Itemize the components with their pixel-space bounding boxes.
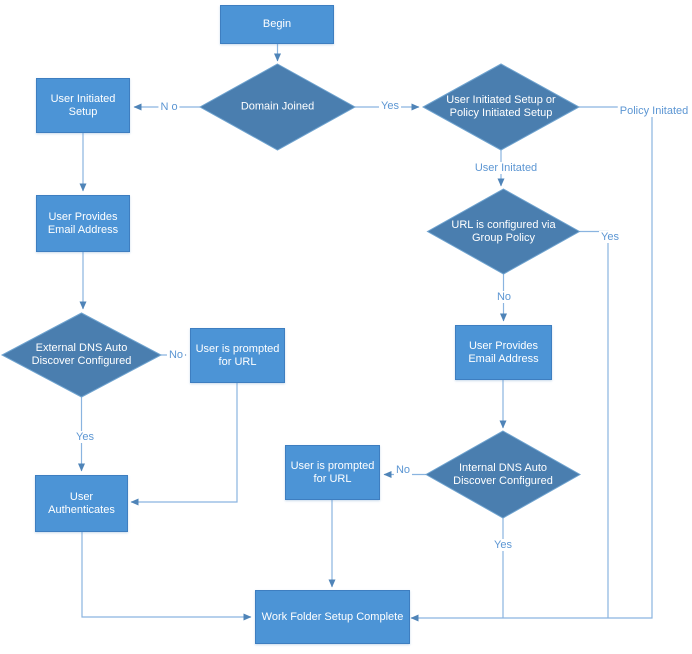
edge-label-no-url-policy: No (494, 291, 514, 303)
decision-setup-or-policy-shape (421, 63, 581, 151)
node-user-prompted-url-right: User is prompted for URL (285, 445, 380, 500)
edge-label-policy-initated: Policy Initated (617, 105, 691, 117)
node-begin: Begin (220, 5, 334, 44)
node-begin-label: Begin (262, 18, 292, 30)
edge-label-yes-domain: Yes (379, 100, 401, 112)
node-work-folder-complete-label: Work Folder Setup Complete (261, 610, 404, 623)
edge-label-no-domain: N o (158, 101, 180, 113)
edge-label-yes-url-policy: Yes (599, 231, 621, 243)
node-user-prompted-url-left-label: User is prompted for URL (195, 342, 280, 368)
node-work-folder-complete: Work Folder Setup Complete (255, 590, 410, 644)
edge-urlleft-to-auth (130, 383, 238, 506)
node-user-provides-email-right-label: User Provides Email Address (468, 339, 539, 365)
edge-label-yes-internal-dns: Yes (492, 539, 514, 551)
decision-url-group-policy-label: URL is configured via Group Policy (451, 218, 556, 244)
decision-domain-joined-label: Domain Joined (240, 100, 315, 113)
edge-label-no-external-dns: No (166, 349, 186, 361)
edge-auth-to-complete (81, 532, 252, 621)
node-user-prompted-url-right-label: User is prompted for URL (290, 459, 375, 485)
node-user-authenticates: User Authenticates (35, 475, 128, 532)
decision-url-group-policy-shape (426, 188, 581, 275)
edge-urlpolicy-yes (579, 230, 609, 618)
edge-label-yes-external-dns: Yes (74, 431, 96, 443)
node-user-provides-email-left-label: User Provides Email Address (47, 210, 119, 236)
decision-external-dns-shape (0, 312, 163, 398)
decision-internal-dns-label: Internal DNS Auto Discover Configured (453, 461, 553, 487)
node-user-provides-email-right: User Provides Email Address (455, 325, 552, 380)
edge-label-user-initated: User Initated (472, 162, 540, 174)
node-user-authenticates-label: User Authenticates (48, 490, 115, 516)
edge-policy-initated (410, 106, 653, 622)
node-user-initiated-setup: User Initiated Setup (36, 78, 130, 133)
node-user-initiated-setup-label: User Initiated Setup (50, 92, 116, 118)
node-user-provides-email-left: User Provides Email Address (36, 195, 130, 252)
decision-domain-joined-shape (198, 63, 357, 151)
edge-label-no-internal-dns: No (393, 464, 413, 476)
decision-internal-dns-shape (424, 430, 582, 519)
node-user-prompted-url-left: User is prompted for URL (190, 328, 285, 383)
decision-external-dns-label: External DNS Auto Discover Configured (31, 342, 132, 367)
decision-setup-or-policy-label: User Initiated Setup or Policy Initiated… (446, 94, 556, 119)
